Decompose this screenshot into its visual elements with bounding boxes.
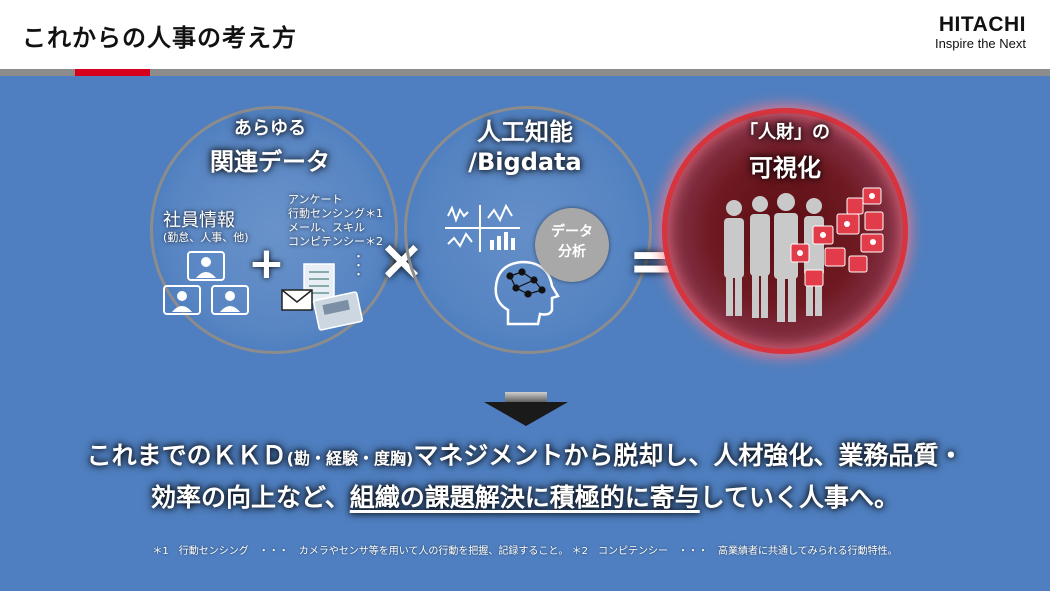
employee-info-label: 社員情報: [163, 210, 235, 231]
circle2-heading-line1: 人工知能: [477, 118, 573, 146]
circle3-heading-line2: 可視化: [749, 154, 821, 182]
analytics-chart-icon: [445, 203, 520, 252]
more-dots: ・ ・ ・: [353, 250, 364, 281]
logo-tagline: Inspire the Next: [934, 36, 1026, 51]
header-rule-accent: [75, 69, 150, 76]
hitachi-logo: HITACHI Inspire the Next: [935, 14, 1026, 52]
header-rule: [0, 69, 1050, 76]
page-title: これからの人事の考え方: [22, 24, 297, 52]
envelope-icon: [281, 289, 313, 311]
profile-icons-cluster: [790, 187, 884, 287]
employees-icon: [163, 251, 249, 315]
down-arrow-icon: [484, 402, 568, 426]
circle1-heading-line2: 関連データ: [210, 148, 330, 176]
employee-info-sublabel: (勤怠、人事、他): [163, 231, 249, 244]
message-line2: 効率の向上など、組織の課題解決に積極的に寄与していく人事へ。: [0, 478, 1050, 514]
circle1-heading-line1: あらゆる: [234, 118, 306, 139]
ai-circle: [404, 106, 652, 354]
message-line1-a: これまでのＫＫＤ: [86, 441, 287, 470]
list-item: メール、スキル: [288, 221, 365, 234]
circle2-heading-line2: /Bigdata: [468, 148, 582, 176]
list-item: 行動センシング＊1: [288, 207, 383, 220]
list-item: アンケート: [288, 193, 343, 206]
badge-line1: データ: [551, 224, 593, 240]
data-sources-list: アンケート 行動センシング＊1 メール、スキル コンピテンシー＊2: [288, 193, 383, 249]
logo-brand: HITACHI: [938, 13, 1026, 36]
badge-line2: 分析: [558, 244, 586, 260]
message-line2-emphasis: 組織の課題解決に積極的に寄与: [349, 483, 700, 512]
message-line1: これまでのＫＫＤ(勘・経験・度胸)マネジメントから脱却し、人材強化、業務品質・: [0, 436, 1050, 472]
plus-operator: +: [248, 238, 285, 289]
circle3-heading-line1: 「人財」の: [740, 122, 830, 143]
documents-icon: [281, 263, 364, 331]
footnote: ＊1 行動センシング ・・・ カメラやセンサ等を用いて人の行動を把握、記録するこ…: [152, 546, 898, 557]
data-analysis-badge: データ 分析: [535, 208, 609, 282]
brain-head-icon: [494, 260, 560, 326]
down-arrow-stem: [505, 392, 547, 404]
message-line2-c: していく人事へ。: [699, 483, 900, 512]
message-line1-b: (勘・経験・度胸): [286, 449, 414, 468]
message-line1-c: マネジメントから脱却し、人材強化、業務品質・: [413, 441, 964, 470]
people-silhouettes-icon: [724, 193, 824, 322]
message-line2-a: 効率の向上など、: [150, 483, 350, 512]
header-bar: これからの人事の考え方 HITACHI Inspire the Next: [0, 0, 1050, 70]
list-item: コンピテンシー＊2: [288, 235, 383, 248]
